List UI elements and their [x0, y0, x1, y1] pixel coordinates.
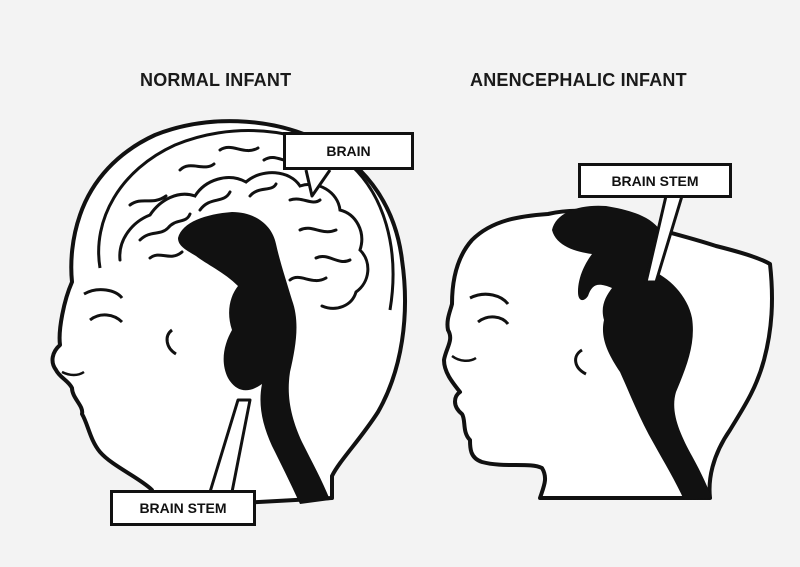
brain-label: BRAIN: [283, 132, 414, 170]
normal-infant-title: NORMAL INFANT: [140, 70, 291, 91]
anencephalic-infant-title: ANENCEPHALIC INFANT: [470, 70, 687, 91]
normal-brainstem-label: BRAIN STEM: [110, 490, 256, 526]
anencephalic-brainstem-label: BRAIN STEM: [578, 163, 732, 198]
normal-infant-head: [53, 121, 405, 508]
